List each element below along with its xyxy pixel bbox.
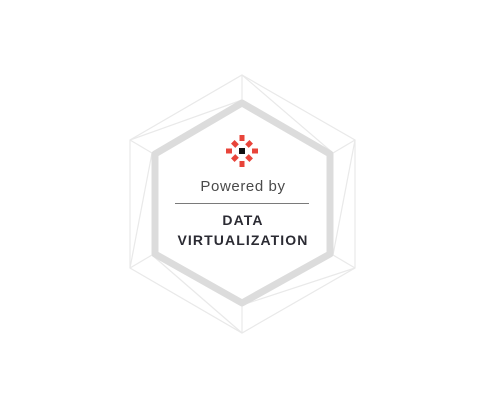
logo-petal: [245, 154, 253, 162]
burst-logo-icon: [226, 135, 258, 167]
product-name-line-1: DATA: [222, 212, 264, 228]
logo-petal: [231, 140, 239, 148]
powered-by-label: Powered by: [200, 178, 286, 195]
divider-line: [175, 203, 309, 204]
logo-petal: [239, 161, 245, 167]
logo-petal: [226, 148, 232, 154]
logo-petal: [239, 135, 245, 141]
product-name: DATA VIRTUALIZATION: [160, 210, 326, 250]
logo-center-square: [239, 148, 245, 154]
wireframe-hexagon: [129, 74, 356, 334]
product-name-line-2: VIRTUALIZATION: [177, 232, 309, 248]
logo-petal: [245, 140, 253, 148]
logo-petal: [231, 154, 239, 162]
logo-petal: [252, 148, 258, 154]
